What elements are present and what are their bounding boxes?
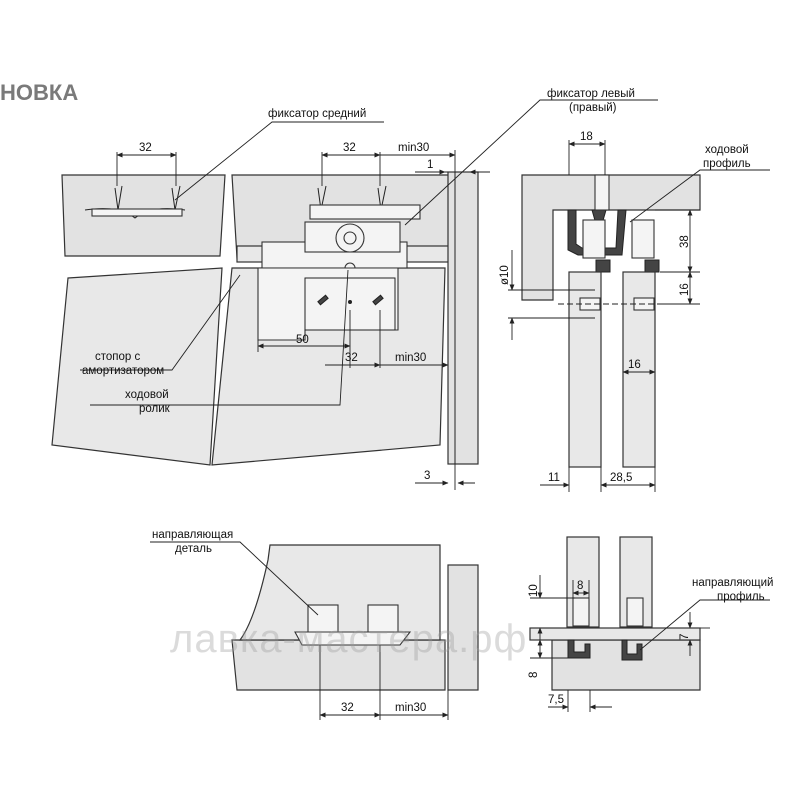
label-stopper-line2: амортизатором [82, 365, 164, 377]
dim-min30-a: min30 [398, 142, 429, 154]
label-roller-line1: ходовой [125, 389, 169, 401]
guide-section-view: 10 8 7 8 7,5 направляющий профиль [528, 536, 773, 712]
dim-11: 11 [548, 472, 560, 484]
front-view: 32 32 min30 1 50 32 min30 3 фиксатор сре… [51, 108, 490, 490]
dim-7: 7 [679, 634, 691, 640]
label-fixator-middle: фиксатор средний [268, 108, 366, 120]
dim-32-c: 32 [345, 352, 358, 364]
label-fixator-left-line1: фиксатор левый [547, 88, 635, 100]
label-guide-profile-line2: профиль [717, 591, 765, 603]
dim-32-a: 32 [139, 142, 152, 154]
dim-38: 38 [679, 235, 691, 248]
dim-16-vertical: 16 [679, 283, 691, 296]
door-left [51, 267, 223, 466]
diagram-title: НОВКА [0, 80, 78, 105]
dim-10-vertical: 10 [528, 584, 540, 597]
dim-28-5: 28,5 [610, 472, 632, 484]
side-wall [447, 171, 479, 465]
dim-3: 3 [424, 470, 430, 482]
guide-profile-channel [567, 639, 591, 659]
ceiling-board [521, 174, 701, 301]
dim-min30-b: min30 [395, 352, 426, 364]
label-guide-profile-line1: направляющий [692, 577, 773, 589]
dim-18: 18 [580, 131, 593, 143]
label-guide-part-line2: деталь [175, 543, 212, 555]
dim-1: 1 [427, 159, 433, 171]
dim-10-diameter: ø10 [499, 265, 511, 285]
dim-16-horizontal: 16 [628, 359, 641, 371]
label-roller-line2: ролик [139, 403, 171, 415]
label-fixator-left-line2: (правый) [569, 102, 617, 114]
label-running-profile-line1: ходовой [705, 144, 749, 156]
side-section-view: 18 38 16 ø10 16 11 28,5 фиксатор левый (… [404, 88, 770, 492]
dim-32-d: 32 [341, 702, 354, 714]
watermark: лавка-мастера.рф [170, 617, 527, 661]
side-wall-bottom [447, 564, 479, 691]
label-running-profile-line2: профиль [703, 158, 751, 170]
label-stopper-line1: стопор с [95, 351, 140, 363]
dim-50: 50 [296, 334, 309, 346]
dim-min30-c: min30 [395, 702, 426, 714]
dim-8-horizontal: 8 [577, 580, 583, 592]
dim-8-vertical: 8 [528, 672, 540, 678]
door-panel-rear-bottom [619, 536, 653, 628]
stopper-body [309, 204, 421, 220]
running-profile-section [567, 209, 627, 256]
label-guide-part-line1: направляющая [152, 529, 233, 541]
guide-detail-view: 32 min30 направляющая деталь [150, 529, 479, 720]
dim-7-5: 7,5 [548, 694, 564, 706]
dim-32-b: 32 [343, 142, 356, 154]
